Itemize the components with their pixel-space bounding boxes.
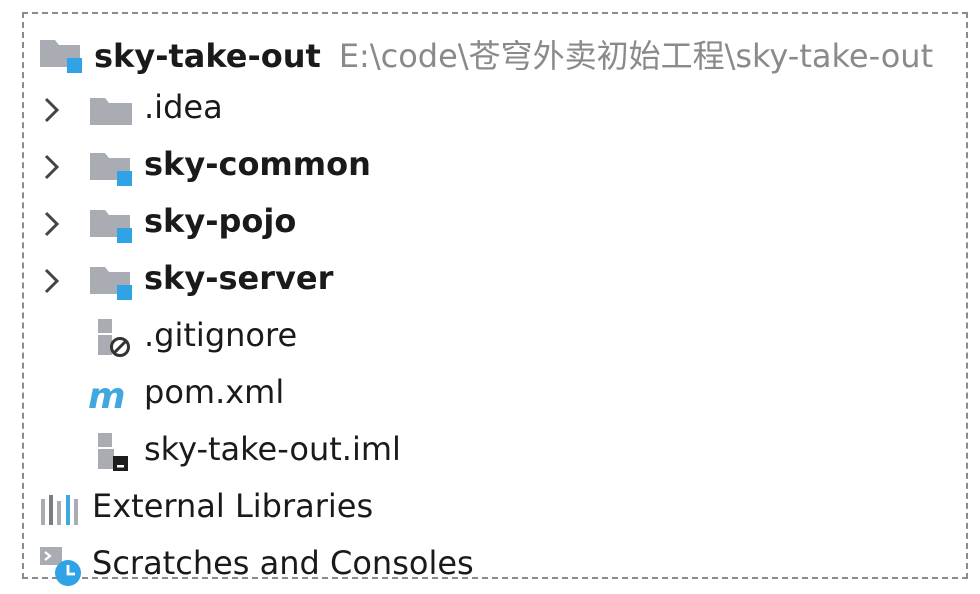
scratches-icon — [40, 547, 81, 586]
project-path: E:\code\苍穹外卖初始工程\sky-take-out — [338, 37, 934, 75]
tree-item-gitignore[interactable]: .gitignore — [24, 309, 624, 366]
module-folder-icon — [90, 153, 132, 186]
tree-item-label: sky-server — [144, 259, 334, 297]
tree-item-scratches[interactable]: Scratches and Consoles — [24, 537, 624, 594]
chevron-right-icon[interactable] — [38, 95, 64, 125]
tree-item-sky-pojo[interactable]: sky-pojo — [24, 195, 624, 252]
tree-item-label: .idea — [144, 88, 223, 126]
tree-item-idea[interactable]: .idea — [24, 81, 624, 138]
project-name: sky-take-out — [94, 37, 321, 75]
maven-icon: m — [88, 378, 126, 412]
tree-item-sky-server[interactable]: sky-server — [24, 252, 624, 309]
chevron-right-icon[interactable] — [38, 266, 64, 296]
tree-item-iml[interactable]: sky-take-out.iml — [24, 423, 624, 480]
module-folder-icon — [90, 267, 132, 300]
ignore-file-icon — [98, 319, 130, 357]
folder-icon — [90, 98, 132, 125]
chevron-right-icon[interactable] — [38, 209, 64, 239]
module-folder-icon — [90, 210, 132, 243]
libraries-icon — [41, 495, 78, 525]
tree-item-sky-common[interactable]: sky-common — [24, 138, 624, 195]
tree-item-label: .gitignore — [144, 316, 298, 354]
tree-item-pom-xml[interactable]: m pom.xml — [24, 366, 624, 423]
tree-item-label: sky-pojo — [144, 202, 297, 240]
chevron-right-icon[interactable] — [38, 152, 64, 182]
tree-item-external-libraries[interactable]: External Libraries — [24, 480, 624, 537]
iml-file-icon — [98, 433, 128, 471]
module-folder-icon — [40, 40, 82, 73]
project-tree: sky-take-out E:\code\苍穹外卖初始工程\sky-take-ou… — [22, 12, 968, 586]
tree-item-label: sky-take-out.iml — [144, 430, 401, 468]
tree-item-label: sky-common — [144, 145, 371, 183]
tree-item-label: Scratches and Consoles — [92, 544, 474, 582]
tree-item-label: pom.xml — [144, 373, 285, 411]
tree-root[interactable]: sky-take-out E:\code\苍穹外卖初始工程\sky-take-ou… — [24, 24, 964, 81]
tree-item-label: External Libraries — [92, 487, 374, 525]
svg-text:m: m — [88, 378, 126, 412]
